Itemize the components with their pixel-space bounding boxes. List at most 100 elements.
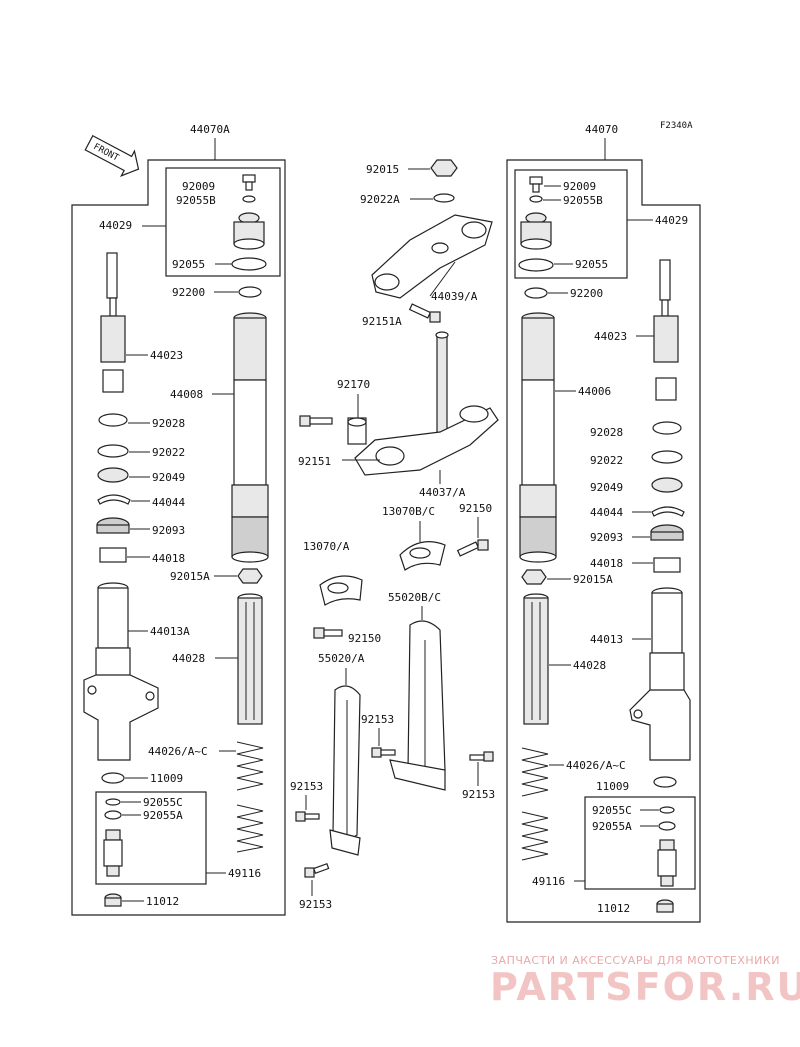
label-44039A-center: 44039/A [431,290,478,303]
label-92200-right: 92200 [570,287,603,300]
label-13070A-center: 13070/A [303,540,350,553]
label-55020BC-center: 55020B/C [388,591,441,604]
watermark: ЗАПЧАСТИ И АКСЕССУАРЫ ДЛЯ МОТОТЕХНИКИ PA… [490,954,800,1009]
label-49116-right: 49116 [532,875,565,888]
left-top-plug [231,212,267,271]
label-44029-left: 44029 [99,219,132,232]
upper-triple-clamp [371,214,493,299]
right-fork-spring [521,747,549,861]
label-92015-center: 92015 [366,163,399,176]
fork-guard-55020BC [389,620,446,791]
fork-guard-55020A [329,685,361,856]
right-outer-tube [629,587,691,761]
label-92022-right: 92022 [590,454,623,467]
label-92028-right: 92028 [590,426,623,439]
label-92022-left: 92022 [152,446,185,459]
left-assembly-number: 44070A [190,123,230,136]
label-92153-center-d: 92153 [299,898,332,911]
right-base-valve [657,839,677,887]
left-base-valve [103,829,123,877]
label-44028-left: 44028 [172,652,205,665]
label-11012-left: 11012 [146,895,179,908]
front-direction-arrow: FRONT [84,134,140,177]
bolt-92153-a [371,747,396,758]
right-damper-rod [653,259,679,401]
label-92150-center-a: 92150 [459,502,492,515]
label-44018-left: 44018 [152,552,185,565]
left-cylinder-44028 [237,593,263,725]
label-92009-left: 92009 [182,180,215,193]
right-inner-tube [519,312,557,563]
left-bleed-screw [242,174,256,203]
label-92055A-left: 92055A [143,809,183,822]
label-44008-left: 44008 [170,388,203,401]
right-fork-assembly: 44070 92009 92055B 44029 92055 92200 [506,123,701,923]
left-top-cap-box [165,167,281,277]
label-92153-center-c: 92153 [290,780,323,793]
label-92028-left: 92028 [152,417,185,430]
label-92153-center-b: 92153 [462,788,495,801]
label-92022A-center: 92022A [360,193,400,206]
label-92055B-left: 92055B [176,194,216,207]
label-92055-right: 92055 [575,258,608,271]
label-92093-left: 92093 [152,524,185,537]
right-assembly-number: 44070 [585,123,618,136]
right-bleed-screw [529,176,543,203]
label-44006-right: 44006 [578,385,611,398]
label-44018-right: 44018 [590,557,623,570]
label-44023-right: 44023 [594,330,627,343]
label-92049-left: 92049 [152,471,185,484]
label-92150-center-b: 92150 [348,632,381,645]
label-92055A-right: 92055A [592,820,632,833]
label-92049-right: 92049 [590,481,623,494]
label-44013A-left: 44013A [150,625,190,638]
label-92055-left: 92055 [172,258,205,271]
label-92093-right: 92093 [590,531,623,544]
bolt-92153-d [304,862,330,878]
brake-hose-clamp-13070A [319,575,363,606]
right-top-cap-box [514,169,628,279]
right-assembly-outline [506,159,701,923]
lower-triple-clamp-stem [354,331,499,476]
left-outer-tube [83,582,159,761]
label-44026-left: 44026/A~C [148,745,208,758]
label-92055C-right: 92055C [592,804,632,817]
label-49116-left: 49116 [228,867,261,880]
label-44026-right: 44026/A~C [566,759,626,772]
label-92009-right: 92009 [563,180,596,193]
bolt-92150-lower [313,627,343,639]
figure-code: F2340A [660,121,693,131]
left-assembly-outline [71,159,286,916]
left-fork-assembly: 44070A 92009 92055B 44029 92055 92200 [71,123,286,916]
label-92015A-right: 92015A [573,573,613,586]
watermark-tagline: ЗАПЧАСТИ И АКСЕССУАРЫ ДЛЯ МОТОТЕХНИКИ [491,954,780,967]
label-44013-right: 44013 [590,633,623,646]
label-44023-left: 44023 [150,349,183,362]
brake-hose-clamp-13070BC [399,541,446,571]
bolt-92151A [408,303,441,323]
label-92151-center: 92151 [298,455,331,468]
label-92170-center: 92170 [337,378,370,391]
left-fork-spring [236,741,264,853]
left-damper-rod [100,252,126,393]
label-44029-right: 44029 [655,214,688,227]
label-92200-left: 92200 [172,286,205,299]
right-top-plug [518,212,554,272]
bolt-92151 [299,415,333,427]
label-92151A-center: 92151A [362,315,402,328]
label-13070BC-center: 13070B/C [382,505,435,518]
clamp-92170 [347,417,367,445]
label-92055B-right: 92055B [563,194,603,207]
label-11009-left: 11009 [150,772,183,785]
label-11009-right: 11009 [596,780,629,793]
label-11012-right: 11012 [597,902,630,915]
left-bottom-valve-box [95,791,207,885]
right-cylinder-44028 [523,593,549,725]
bolt-92153-c [295,811,320,822]
label-44044-left: 44044 [152,496,185,509]
label-44044-right: 44044 [590,506,623,519]
label-92153-center-a: 92153 [361,713,394,726]
watermark-brand: PARTSFOR.RU [490,965,800,1009]
